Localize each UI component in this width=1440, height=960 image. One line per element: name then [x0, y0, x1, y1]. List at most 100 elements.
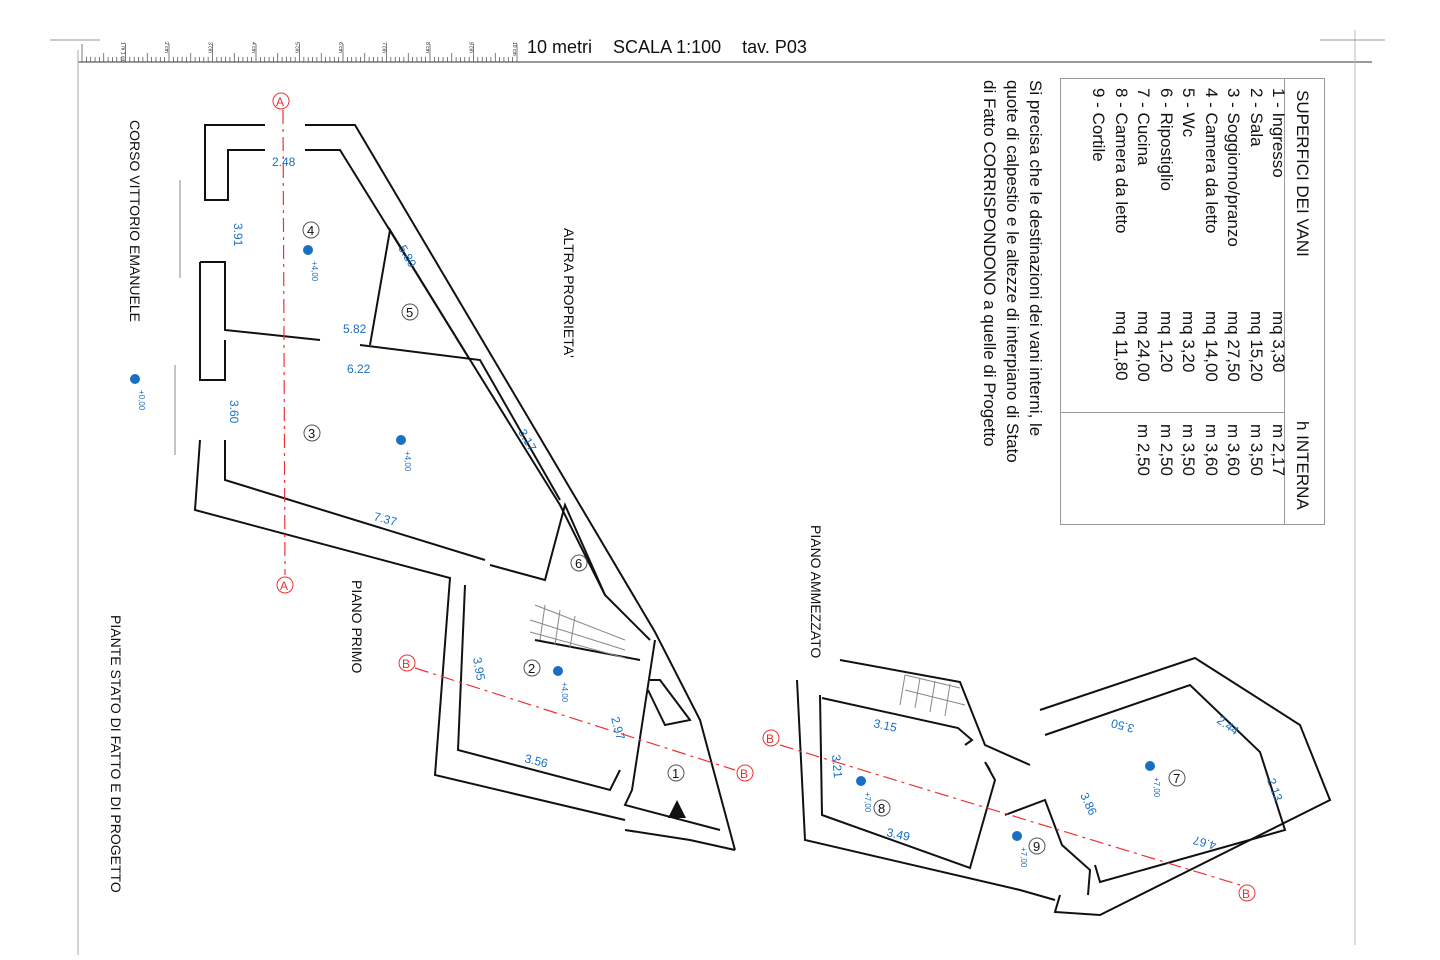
svg-text:B: B — [1242, 887, 1250, 901]
svg-text:3.49: 3.49 — [885, 825, 911, 844]
section-mark-a-bottom: A — [276, 576, 294, 594]
legend-room-height: m 2,17 — [1269, 424, 1288, 476]
room-number-9: 9 — [1028, 837, 1046, 855]
svg-text:B: B — [402, 657, 410, 671]
svg-text:3.21: 3.21 — [829, 754, 845, 779]
scale-bar-label: 10 metri — [527, 37, 593, 57]
room-number-3: 3 — [303, 424, 321, 442]
legend-room-height: m 3,50 — [1246, 424, 1266, 476]
svg-text:6.22: 6.22 — [347, 362, 371, 376]
room-number-4: 4 — [302, 221, 320, 239]
plan-piano-primo — [174, 124, 736, 851]
ruler-label: 8 cm — [424, 42, 430, 53]
room-number-5: 5 — [401, 303, 419, 321]
legend-room-name: 3 - Soggiorno/pranzo — [1224, 88, 1243, 247]
svg-text:3.56: 3.56 — [523, 751, 549, 770]
legend-room-area: mq 1,20 — [1156, 311, 1176, 373]
legend-room-height: m 2,50 — [1134, 424, 1153, 476]
svg-text:A: A — [276, 95, 284, 109]
ruler-label: 6 cm — [337, 42, 343, 53]
svg-text:2.44: 2.44 — [1214, 713, 1241, 738]
legend-room-area: mq 3,30 — [1269, 311, 1288, 373]
ruler-label: 7 cm — [381, 42, 387, 53]
room-number-1: 1 — [667, 764, 685, 782]
svg-text:3: 3 — [308, 426, 315, 441]
note-line: Si precisa che le destinazioni dei vani … — [1026, 80, 1045, 437]
svg-text:B: B — [766, 732, 774, 746]
table-title: SUPERFICI DEI VANI — [1293, 90, 1312, 257]
room-number-6: 6 — [570, 554, 588, 572]
room-number-7: 7 — [1168, 769, 1186, 787]
ruler-label: 4 cm — [250, 42, 256, 53]
ruler-label: 9 cm — [468, 42, 474, 53]
svg-text:4: 4 — [307, 223, 314, 238]
svg-text:+4,00: +4,00 — [560, 682, 569, 703]
svg-text:2.48: 2.48 — [272, 155, 296, 169]
svg-text:3.95: 3.95 — [470, 656, 488, 682]
sheet-number: tav. P03 — [742, 37, 807, 57]
drawing-title: PIANTE STATO DI FATTO E DI PROGETTO — [108, 615, 124, 893]
legend-room-name: 7 - Cucina — [1134, 88, 1153, 166]
ruler-label: 5 cm — [294, 42, 300, 53]
legend-room-height: m 3,60 — [1224, 424, 1243, 476]
svg-text:6: 6 — [575, 556, 582, 571]
sheet-frame — [50, 30, 1385, 955]
legend-room-name: 1 - Ingresso — [1269, 88, 1288, 178]
elevation-marker-icon: +7,00 — [1145, 761, 1161, 798]
svg-text:+7,00: +7,00 — [1152, 777, 1161, 798]
svg-text:3.86: 3.86 — [1077, 790, 1100, 817]
scale-label: SCALA 1:100 — [613, 37, 722, 57]
svg-text:3.50: 3.50 — [1109, 716, 1135, 736]
svg-text:8: 8 — [878, 801, 885, 816]
legend-room-name: 8 - Camera da letto — [1111, 88, 1131, 234]
section-mark-b-3: B — [762, 729, 780, 747]
svg-text:5.82: 5.82 — [343, 322, 367, 336]
svg-text:+4,00: +4,00 — [310, 261, 319, 282]
legend-room-name: 5 - Wc — [1179, 88, 1198, 138]
svg-text:4.67: 4.67 — [1191, 833, 1217, 853]
legend-room-area: mq 24,00 — [1134, 311, 1153, 382]
legend-room-area: mq 11,80 — [1111, 311, 1131, 381]
elevation-marker-icon: +7,00 — [856, 776, 872, 813]
svg-text:1: 1 — [672, 766, 679, 781]
svg-text:2: 2 — [528, 661, 535, 676]
section-mark-b-4: B — [1238, 884, 1256, 902]
room-areas-table: SUPERFICI DEI VANI h INTERNA 1 - Ingress… — [1060, 78, 1325, 525]
room-numbers: 1 2 3 4 5 6 7 8 9 — [302, 221, 1186, 855]
svg-text:2.97: 2.97 — [608, 715, 628, 741]
room-number-2: 2 — [523, 659, 541, 677]
elevation-marker-icon: +4,00 — [553, 666, 569, 703]
elevation-marker-icon: +4,00 — [396, 435, 412, 472]
svg-text:B: B — [740, 767, 748, 781]
svg-text:3.60: 3.60 — [227, 400, 241, 424]
legend-room-name: 4 - Camera da letto — [1201, 88, 1221, 234]
stairs-mezzanine — [899, 674, 966, 717]
street-label: CORSO VITTORIO EMANUELE — [127, 120, 143, 322]
svg-text:+4,00: +4,00 — [403, 451, 412, 472]
legend-room-name: 2 - Sala — [1246, 88, 1266, 147]
svg-text:5.80: 5.80 — [395, 243, 419, 271]
svg-text:7.37: 7.37 — [372, 509, 398, 529]
elevation-markers: +0,00 +4,00 +4,00 +4,00 +7,00 +7,00 +7,0… — [130, 245, 1161, 868]
stairs-first-floor — [529, 604, 626, 659]
elevation-marker-icon: +7,00 — [1012, 831, 1028, 868]
svg-text:+7,00: +7,00 — [863, 792, 872, 813]
table-height-header: h INTERNA — [1293, 421, 1312, 510]
svg-text:+0,00: +0,00 — [137, 390, 146, 411]
ruler-label: 3 cm — [207, 42, 213, 53]
neighbor-label: ALTRA PROPRIETA' — [561, 228, 577, 358]
legend-room-height: m 2,50 — [1156, 424, 1176, 476]
sheet-header: 10 metri SCALA 1:100 tav. P03 — [527, 37, 823, 58]
legend-room-area: mq 3,20 — [1179, 311, 1198, 373]
note-line: di Fatto CORRISPONDONO a quelle di Proge… — [980, 80, 999, 447]
svg-text:3.15: 3.15 — [872, 716, 898, 735]
floor-label-mezzanine: PIANO AMMEZZATO — [808, 525, 824, 658]
floor-label-first: PIANO PRIMO — [349, 580, 365, 673]
legend-room-area: mq 15,20 — [1246, 311, 1266, 382]
section-mark-b-2: B — [736, 764, 754, 782]
legend-room-area: mq 27,50 — [1224, 311, 1243, 382]
elevation-marker-icon: +0,00 — [130, 374, 146, 411]
plan-piano-ammezzato — [796, 656, 1332, 917]
